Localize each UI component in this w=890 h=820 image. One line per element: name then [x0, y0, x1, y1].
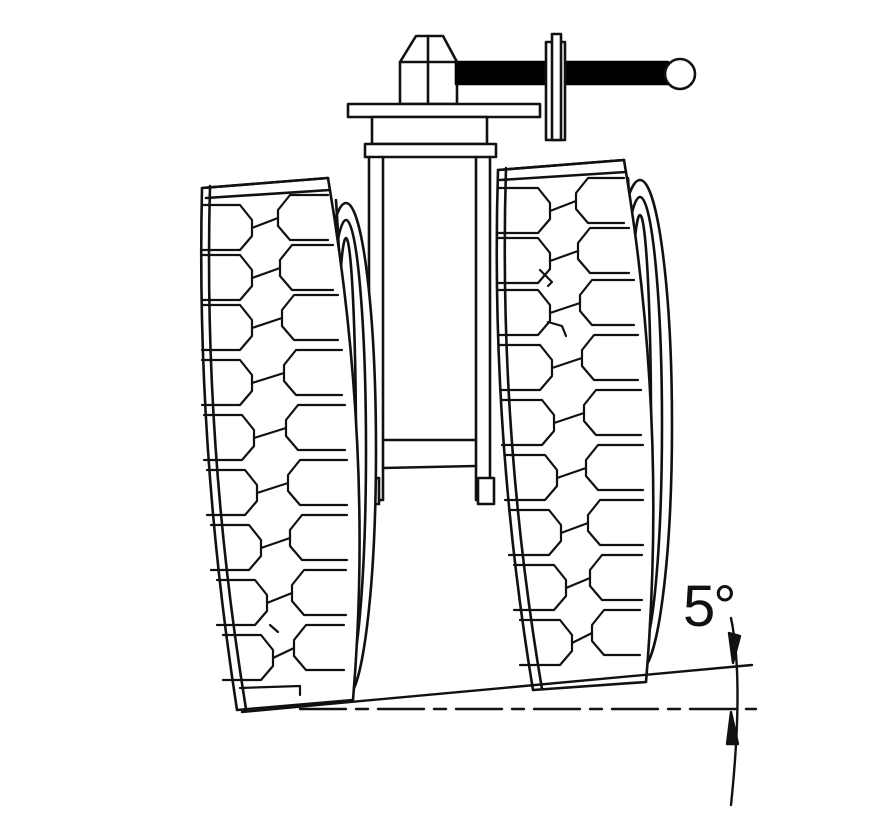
left-wheel [199, 176, 378, 712]
ground-reference [240, 616, 758, 807]
angle-arrowhead-top [727, 631, 742, 665]
angle-label: 5° [683, 574, 736, 639]
mounting-plate [346, 102, 542, 119]
right-wheel [495, 158, 674, 692]
kingpin-cap [398, 34, 459, 106]
left-tire-tread [200, 193, 349, 697]
handle-knob [663, 57, 697, 91]
right-tire-tread [496, 176, 645, 667]
steering-assembly [346, 32, 697, 159]
right-tire-outline [495, 158, 655, 692]
inclined-ground-line [240, 663, 754, 714]
handle-flange [544, 32, 567, 142]
bearing-housing [370, 115, 489, 146]
fork-frame [361, 155, 496, 506]
fork-crown [363, 142, 498, 159]
angle-arrowhead-bottom [725, 710, 740, 746]
